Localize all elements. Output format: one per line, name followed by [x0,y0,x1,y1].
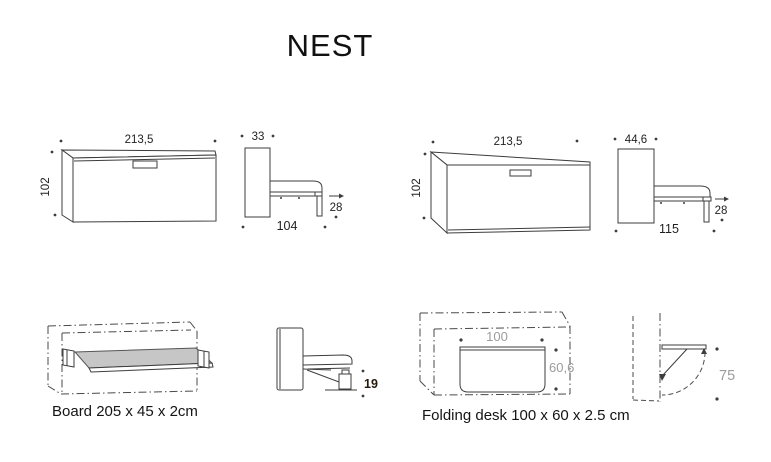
page-title: NEST [286,28,374,63]
dim-bed115-front-height: 102 [411,178,423,197]
bed-leg [316,195,323,217]
drawing-desk-front: 100 60,6 Folding desk 100 x 60 x 2.5 cm [419,311,630,424]
drawing-bed115-side: 44,6 28 115 [613,134,729,236]
door-handle [132,160,158,169]
dim-bed104-front-width: 213,5 [125,134,154,146]
dim-bed104-side-length: 104 [277,219,298,233]
dim-bed115-leg-height: 28 [715,205,728,217]
door-handle [509,169,532,177]
mattress [269,180,323,193]
drawing-bed-side-folded: 19 [276,327,378,398]
dim-desk-swing: 75 [719,368,735,384]
mattress [653,185,711,198]
dim-bed104-side-depth: 33 [252,131,265,143]
desk-panel [459,346,546,393]
dim-bed104-front-height: 102 [40,177,52,196]
drawing-board: Board 205 x 45 x 2cm [47,321,214,420]
drawing-desk-side: 75 [632,313,735,402]
dim-bed115-side-depth: 44,6 [625,134,647,146]
support-leg [338,373,352,390]
bed-leg [703,200,710,223]
dim-bed104-leg-height: 28 [330,202,343,214]
desk-brace [662,348,688,376]
drawing-bed104-side: 33 28 104 [240,131,344,233]
drawing-bed115-front: 213,5 102 [411,136,591,235]
dim-bed115-side-length: 115 [659,222,679,236]
dim-shelf-height: 19 [364,377,378,391]
desk-surface [661,344,707,350]
dim-desk-height: 60,6 [549,360,574,375]
desk-caption: Folding desk 100 x 60 x 2.5 cm [422,407,630,424]
board-bracket-left [62,348,75,368]
dim-bed115-front-width: 213,5 [494,136,523,148]
mattress [302,354,353,366]
fold-arc [661,351,706,396]
board-front-edge [88,362,214,373]
board-caption: Board 205 x 45 x 2cm [52,403,198,420]
dim-desk-width: 100 [486,329,508,344]
drawing-bed104-front: 213,5 102 [40,134,217,223]
